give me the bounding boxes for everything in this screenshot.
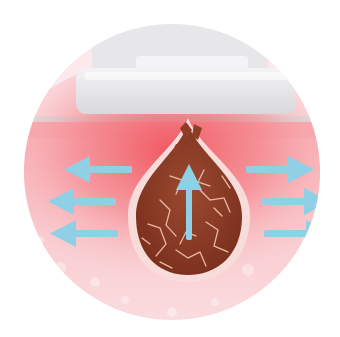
device-head-highlight <box>84 72 288 80</box>
cleansing-device <box>76 14 296 114</box>
